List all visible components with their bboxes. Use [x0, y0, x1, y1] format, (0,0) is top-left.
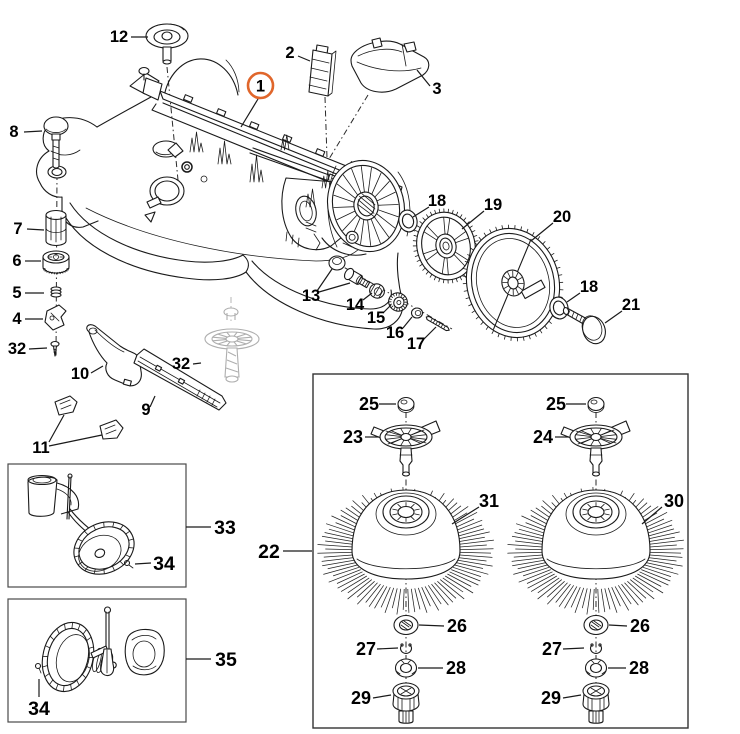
callout-9: 9 — [141, 401, 150, 419]
callout-20: 20 — [553, 208, 571, 226]
callout-29-right: 29 — [541, 688, 561, 708]
callout-12: 12 — [110, 28, 128, 46]
part-14-nut — [369, 283, 385, 299]
part-34-screw-box35 — [34, 662, 42, 674]
kit-box-22 — [312, 373, 689, 729]
brush-assembly-left — [317, 396, 494, 724]
kit-box-33-contents — [27, 473, 135, 575]
callout-15: 15 — [367, 309, 385, 327]
part-31-brush — [317, 486, 494, 615]
part-4-bracket — [44, 304, 67, 331]
kit-box-35-contents — [34, 606, 165, 693]
callout-19: 19 — [484, 196, 502, 214]
part-18-bearing-outer — [549, 296, 569, 320]
part-13-cap — [328, 255, 346, 271]
callout-31: 31 — [479, 491, 499, 511]
callout-23: 23 — [343, 427, 363, 447]
callout-11: 11 — [32, 439, 49, 457]
part-3-cover — [350, 37, 430, 93]
callout-25-right: 25 — [546, 394, 566, 414]
callout-26-left: 26 — [447, 616, 467, 636]
rear-wheel-on-chassis — [326, 159, 406, 253]
callout-32-left: 32 — [8, 340, 26, 358]
part-34-screw-box33 — [123, 559, 134, 569]
highlight-circle-part-1 — [246, 71, 275, 100]
part-16-washer — [410, 307, 424, 319]
leader-lines — [23, 36, 663, 699]
callout-29-left: 29 — [351, 688, 371, 708]
part-9-bar — [133, 348, 227, 411]
part-20-wheel — [462, 224, 564, 342]
callout-16: 16 — [386, 324, 404, 342]
callout-22: 22 — [258, 541, 280, 563]
part-18-bearing-inner — [398, 209, 418, 233]
part-13-bolt — [343, 267, 371, 289]
callout-35: 35 — [215, 649, 237, 671]
callout-21: 21 — [622, 296, 640, 314]
part-8-knob — [43, 116, 69, 169]
callout-2: 2 — [285, 44, 294, 62]
callout-3: 3 — [432, 80, 441, 98]
part-12-knob — [145, 23, 189, 65]
callout-13: 13 — [302, 287, 320, 305]
deck-comb-details — [189, 131, 331, 208]
callout-17: 17 — [407, 335, 425, 353]
callout-4: 4 — [12, 310, 22, 328]
part-27-ring — [399, 643, 413, 654]
callout-25-left: 25 — [359, 394, 379, 414]
callout-34-box33: 34 — [153, 553, 175, 575]
kit-box-35 — [7, 598, 187, 723]
part-29-plug — [392, 682, 420, 724]
part-28-collar — [394, 658, 418, 678]
part-2-strip — [308, 44, 337, 97]
part-15-drum — [388, 292, 408, 312]
callout-5: 5 — [12, 284, 21, 302]
part-25-cap — [397, 396, 415, 413]
ghost-blade-carrier — [204, 307, 260, 383]
callout-28-right: 28 — [629, 658, 649, 678]
part-7-roller — [45, 209, 67, 247]
part-19-gear-wheel — [412, 208, 480, 284]
callout-27-right: 27 — [542, 639, 562, 659]
callout-30: 30 — [664, 491, 684, 511]
callout-labels: 1 12 2 3 8 7 6 5 4 32 10 9 11 32 13 14 1… — [8, 28, 684, 720]
callout-27-left: 27 — [356, 639, 376, 659]
callout-1: 1 — [256, 78, 265, 96]
callout-24: 24 — [533, 427, 553, 447]
callout-14: 14 — [346, 296, 365, 314]
part-11-clips — [54, 395, 124, 440]
part-21-axle-bolt — [562, 307, 606, 345]
callout-34-box35: 34 — [28, 698, 50, 720]
part-5-spring — [50, 286, 62, 298]
part-32-screw-left — [50, 340, 60, 357]
callout-8: 8 — [9, 123, 18, 141]
callout-32-center: 32 — [172, 355, 190, 373]
callout-26-right: 26 — [630, 616, 650, 636]
callout-6: 6 — [12, 252, 21, 270]
part-10-arm — [86, 324, 142, 387]
callout-28-left: 28 — [446, 658, 466, 678]
part-17-pin — [425, 315, 450, 332]
part-23-carrier — [370, 420, 441, 477]
kit-box-33 — [7, 463, 187, 588]
callout-7: 7 — [13, 220, 22, 238]
part-26-bearing — [393, 614, 419, 636]
t-tool — [90, 606, 115, 677]
callout-18-outer: 18 — [580, 278, 598, 296]
callout-33: 33 — [214, 517, 236, 539]
callout-10: 10 — [71, 365, 89, 383]
callout-18-inner: 18 — [428, 192, 446, 210]
part-6-pulley — [42, 250, 70, 275]
